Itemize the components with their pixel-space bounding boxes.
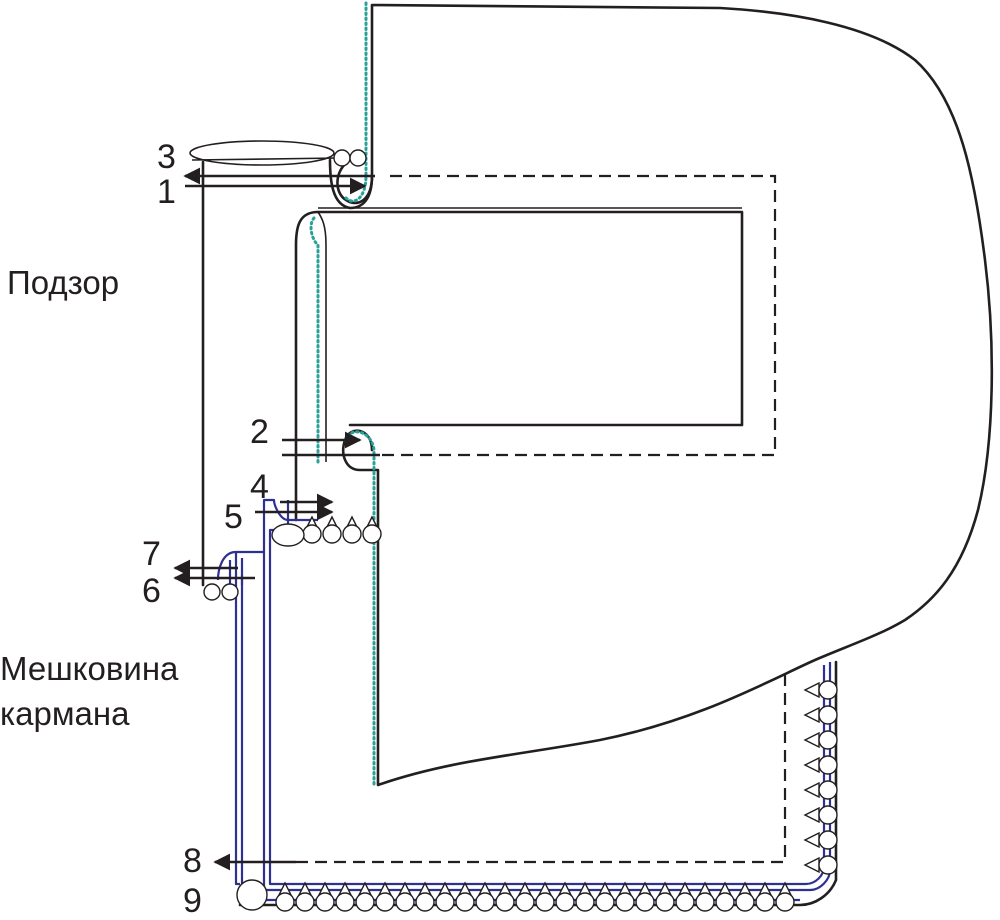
pocket-bag-outer	[262, 498, 832, 892]
label-2: 2	[250, 413, 269, 451]
label-9: 9	[183, 882, 202, 920]
stitch-loop	[735, 892, 755, 912]
stitch-loop	[818, 730, 838, 750]
stitch-loop	[435, 892, 455, 912]
stitch-loop	[775, 892, 795, 912]
stitch-loop	[615, 892, 635, 912]
stitch-loop	[302, 524, 322, 544]
garment-outline	[336, 3, 994, 787]
welt-fold	[294, 210, 320, 522]
stitch-triangle	[803, 856, 820, 874]
stitch-loop	[818, 755, 838, 775]
stitch-loops	[203, 149, 838, 912]
stitch-triangle	[803, 706, 820, 724]
stitch-triangle	[803, 681, 820, 699]
pocket-bag-bottom-black	[238, 660, 838, 907]
stitch-loop	[818, 855, 838, 875]
stitch-loop	[362, 524, 382, 544]
label-7: 7	[142, 535, 161, 573]
stitch-loop	[535, 892, 555, 912]
stitch-loop	[333, 149, 351, 167]
stitch-triangle	[803, 781, 820, 799]
stitch-loop-large	[236, 879, 268, 911]
stitch-loop	[322, 524, 342, 544]
stitch-loop	[818, 805, 838, 825]
welt-dashed-outline	[380, 174, 777, 457]
stitch-loop	[515, 892, 535, 912]
stitch-loop	[349, 149, 367, 167]
stitch-loop	[675, 892, 695, 912]
stitch-loop	[695, 892, 715, 912]
stitch-loop	[818, 705, 838, 725]
bag-dashed-outline	[296, 672, 787, 864]
label-podzor: Подзор	[7, 264, 119, 301]
label-meshkovina: Мешковина	[0, 650, 179, 687]
stitch-loop	[495, 892, 515, 912]
pocket-bag-left-inner	[228, 560, 244, 585]
teal-stitch-lower	[343, 430, 376, 787]
label-karmana: кармана	[0, 695, 130, 732]
stitch-loop	[475, 892, 495, 912]
stitch-loop	[575, 892, 595, 912]
stitch-triangle	[803, 806, 820, 824]
stitch-loop	[203, 583, 221, 601]
stitch-loop	[342, 524, 362, 544]
teal-stitch-welt	[309, 216, 320, 464]
label-6: 6	[142, 572, 161, 610]
stitch-loop	[715, 892, 735, 912]
stitch-loop	[818, 830, 838, 850]
label-1: 1	[157, 173, 176, 211]
top-loop-inner	[191, 157, 341, 161]
stitch-loop	[335, 892, 355, 912]
stitch-loop	[315, 892, 335, 912]
teal-stitch-top	[344, 1, 368, 203]
stitch-loop	[355, 892, 375, 912]
stitch-loop	[395, 892, 415, 912]
top-fold	[328, 158, 374, 210]
stitch-loop	[275, 892, 295, 912]
stitch-triangle	[803, 731, 820, 749]
stitch-loop	[755, 892, 775, 912]
stitch-loop	[818, 680, 838, 700]
pocket-bag-inner	[268, 500, 826, 886]
stitch-loop	[818, 780, 838, 800]
stitch-loop	[295, 892, 315, 912]
top-loop	[189, 140, 335, 166]
pocket-bag-left-outer	[216, 550, 800, 902]
stitch-triangle	[803, 756, 820, 774]
welt-rectangle	[316, 210, 744, 427]
stitch-loop	[375, 892, 395, 912]
stitch-loop	[635, 892, 655, 912]
stitch-loop	[415, 892, 435, 912]
stitch-loop	[455, 892, 475, 912]
welt-inner	[317, 211, 327, 462]
label-3: 3	[157, 138, 176, 176]
stitch-loop-large	[271, 523, 305, 547]
stitch-triangle	[803, 831, 820, 849]
label-4: 4	[250, 468, 269, 506]
stitch-loop	[595, 892, 615, 912]
label-5: 5	[224, 498, 243, 536]
label-8: 8	[183, 842, 202, 880]
stitch-loop	[221, 583, 239, 601]
stitch-loop	[555, 892, 575, 912]
stitch-loop	[655, 892, 675, 912]
